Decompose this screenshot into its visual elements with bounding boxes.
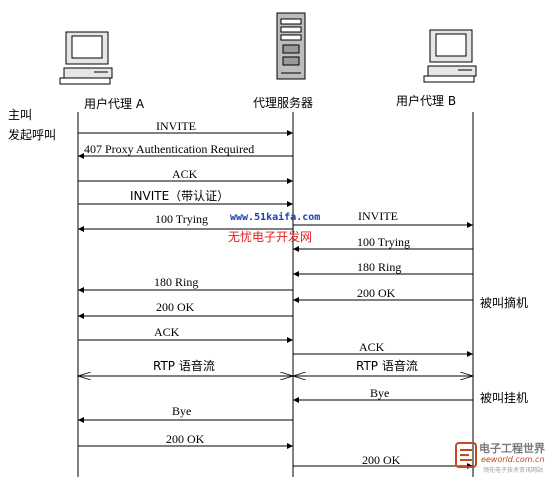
- message-label: Bye: [370, 386, 390, 400]
- computer-icon: [59, 31, 113, 85]
- note-caller-line2: 发起呼叫: [8, 128, 57, 142]
- message-label: 407 Proxy Authentication Required: [84, 142, 255, 156]
- message-label: INVITE（带认证）: [130, 189, 230, 203]
- logo-url: eeworld.com.cn: [481, 455, 545, 464]
- message-label: 200 OK: [156, 300, 195, 314]
- message-label: INVITE: [156, 119, 196, 133]
- entity-label-ua-b: 用户代理 B: [396, 94, 457, 108]
- message-label: Bye: [172, 404, 192, 418]
- message-label: RTP 语音流: [356, 359, 418, 373]
- entity-label-proxy: 代理服务器: [253, 96, 314, 110]
- message-label: ACK: [154, 325, 180, 339]
- message-label: RTP 语音流: [153, 359, 215, 373]
- watermark-site: www.51kaifa.com: [230, 212, 321, 223]
- message-label: 200 OK: [362, 453, 401, 467]
- message-label: 180 Ring: [154, 275, 199, 289]
- message-label: ACK: [359, 340, 385, 354]
- message-label: ACK: [172, 167, 198, 181]
- logo-title: 电子工程世界: [479, 442, 545, 455]
- logo-mark-icon: [455, 442, 477, 468]
- logo-tagline: 领先电子技术资讯网站: [483, 467, 544, 474]
- eeworld-logo: 电子工程世界 eeworld.com.cn 领先电子技术资讯网站: [455, 440, 554, 474]
- message-label: 200 OK: [357, 286, 396, 300]
- note-callee-hangup: 被叫挂机: [480, 391, 529, 405]
- note-caller-line1: 主叫: [8, 108, 33, 122]
- message-label: INVITE: [358, 209, 398, 223]
- message-label: 100 Trying: [155, 212, 209, 226]
- message-label: 200 OK: [166, 432, 205, 446]
- watermark-name: 无忧电子开发网: [228, 230, 313, 244]
- computer-icon: [423, 29, 477, 83]
- entity-label-ua-a: 用户代理 A: [84, 97, 145, 111]
- message-label: 180 Ring: [357, 260, 402, 274]
- message-label: 100 Trying: [357, 235, 411, 249]
- note-callee-answer: 被叫摘机: [480, 296, 529, 310]
- message-arrows: [78, 130, 473, 469]
- server-icon: [276, 12, 306, 80]
